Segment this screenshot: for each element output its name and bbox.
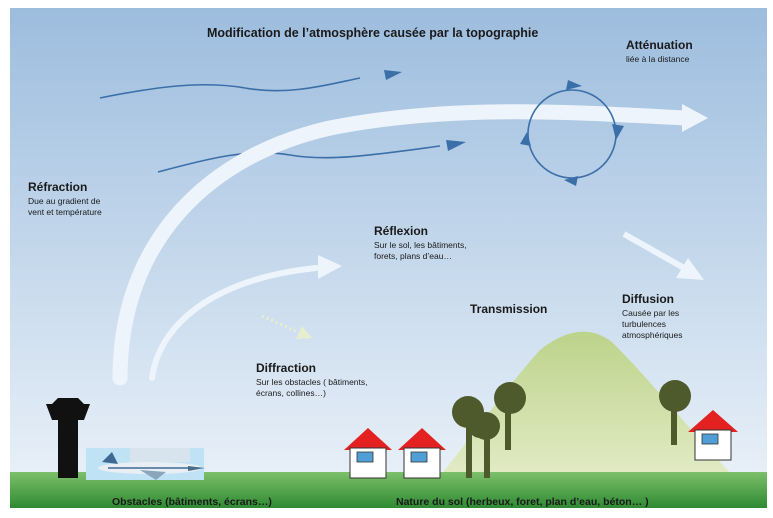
tree-icon — [494, 382, 526, 450]
desc-line: Sur le sol, les bâtiments, — [374, 240, 467, 250]
desc-line: turbulences — [622, 319, 666, 329]
circular-arrows-icon — [520, 80, 624, 186]
obstacles-caption: Obstacles (bâtiments, écrans…) — [112, 496, 272, 508]
refraction-arc-arrow — [112, 104, 693, 386]
refraction-arrowhead — [682, 104, 708, 132]
reflexion-desc: Sur le sol, les bâtiments, forets, plans… — [374, 240, 467, 262]
reflexion-label: Réflexion Sur le sol, les bâtiments, for… — [374, 224, 467, 262]
desc-line: Causée par les — [622, 308, 680, 318]
reflection-arc-arrow — [149, 265, 319, 381]
reflection-arrowhead — [318, 255, 342, 279]
diffusion-label: Diffusion Causée par les turbulences atm… — [622, 292, 682, 341]
hill — [438, 331, 735, 478]
desc-line: vent et température — [28, 207, 102, 217]
diffraction-desc: Sur les obstacles ( bâtiments, écrans, c… — [256, 377, 368, 399]
transmission-label: Transmission — [470, 302, 547, 316]
airplane-icon — [86, 448, 205, 480]
diffraction-title: Diffraction — [256, 361, 316, 375]
house-icon — [398, 428, 446, 479]
diffusion-arrow — [622, 231, 686, 271]
diffusion-desc: Causée par les turbulences atmosphérique… — [622, 308, 682, 341]
house-icon — [688, 410, 738, 461]
transmission-title: Transmission — [470, 302, 548, 316]
wind-arrowhead-top — [384, 70, 402, 80]
refraction-label: Réfraction Due au gradient de vent et te… — [28, 180, 102, 218]
desc-line: écrans, collines…) — [256, 388, 326, 398]
refraction-desc: Due au gradient de vent et température — [28, 196, 102, 218]
diffusion-arrowhead — [676, 258, 704, 280]
attenuation-desc: liée à la distance — [626, 54, 690, 64]
control-tower-icon — [46, 398, 90, 478]
wind-arrowhead-middle — [446, 140, 466, 151]
reflexion-title: Réflexion — [374, 224, 429, 238]
desc-line: Due au gradient de — [28, 196, 101, 206]
wind-line-top — [99, 77, 361, 99]
desc-line: Sur les obstacles ( bâtiments, — [256, 377, 368, 387]
desc-line: forets, plans d’eau… — [374, 251, 452, 261]
diffraction-arrowhead — [296, 326, 312, 339]
attenuation-label: Atténuation liée à la distance — [626, 38, 693, 65]
attenuation-title: Atténuation — [626, 38, 693, 52]
diffraction-label: Diffraction Sur les obstacles ( bâtiment… — [256, 361, 368, 399]
desc-line: atmosphériques — [622, 330, 683, 340]
refraction-title: Réfraction — [28, 180, 88, 194]
tree-icon — [472, 412, 500, 478]
diffraction-arrow — [261, 314, 299, 334]
house-icon — [344, 428, 392, 479]
ground-caption: Nature du sol (herbeux, foret, plan d’ea… — [396, 496, 649, 508]
diffusion-title: Diffusion — [622, 292, 674, 306]
tree-icon — [659, 380, 691, 445]
wind-line-middle — [157, 145, 441, 173]
diagram-title: Modification de l’atmosphère causée par … — [207, 26, 539, 40]
